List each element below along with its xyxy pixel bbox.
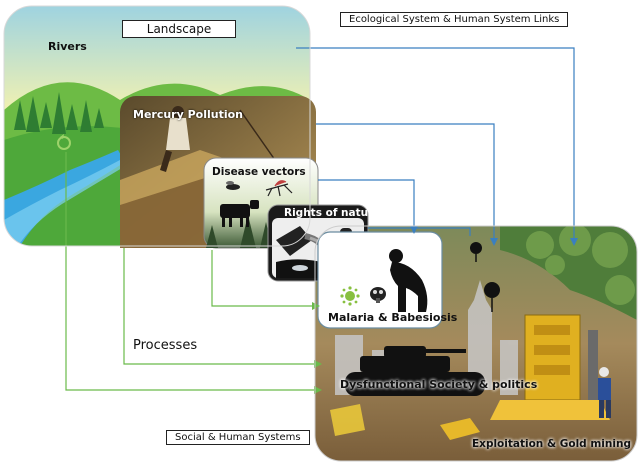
connector-processes xyxy=(123,248,320,365)
mercury-label: Mercury Pollution xyxy=(133,108,244,121)
green-connectors xyxy=(65,152,320,391)
tank-icon xyxy=(345,346,485,396)
social-label: Social & Human Systems xyxy=(166,430,310,445)
blue-connectors xyxy=(296,47,575,244)
forest xyxy=(14,92,104,134)
connector-rights xyxy=(368,227,471,236)
mining-machine xyxy=(490,314,610,420)
connector-malaria xyxy=(211,250,318,307)
connector-mercury xyxy=(316,123,495,244)
connector-landscape-links xyxy=(296,47,575,244)
virus-icon xyxy=(340,286,360,306)
rivers-label: Rivers xyxy=(48,40,87,53)
green-arrowheads xyxy=(312,302,322,394)
vectors-label: Disease vectors xyxy=(212,166,306,178)
malaria-label: Malaria & Babesiosis xyxy=(328,311,458,324)
mosquito-icon xyxy=(265,180,293,197)
connector-social-loop xyxy=(65,152,320,391)
connector-vectors xyxy=(318,179,415,232)
exploitation-label: Exploitation & Gold mining xyxy=(472,438,631,450)
recycle-icon xyxy=(57,134,71,150)
links-label: Ecological System & Human System Links xyxy=(340,12,569,27)
gold-mining-panel xyxy=(315,226,637,461)
fly-icon xyxy=(226,181,240,190)
sick-person-icon xyxy=(389,249,428,312)
landscape-label: Landscape xyxy=(122,20,236,38)
rights-label: Rights of nature xyxy=(284,207,381,219)
balloon-icon xyxy=(470,242,500,312)
dysfunctional-label: Dysfunctional Society & politics xyxy=(340,378,538,391)
worker-icon xyxy=(160,106,190,172)
malaria-panel xyxy=(317,231,443,329)
processes-label: Processes xyxy=(133,338,198,353)
miner-icon xyxy=(598,367,611,418)
blue-arrowheads xyxy=(410,226,578,246)
gas-mask-icon xyxy=(370,287,386,303)
cow-icon xyxy=(220,200,259,227)
